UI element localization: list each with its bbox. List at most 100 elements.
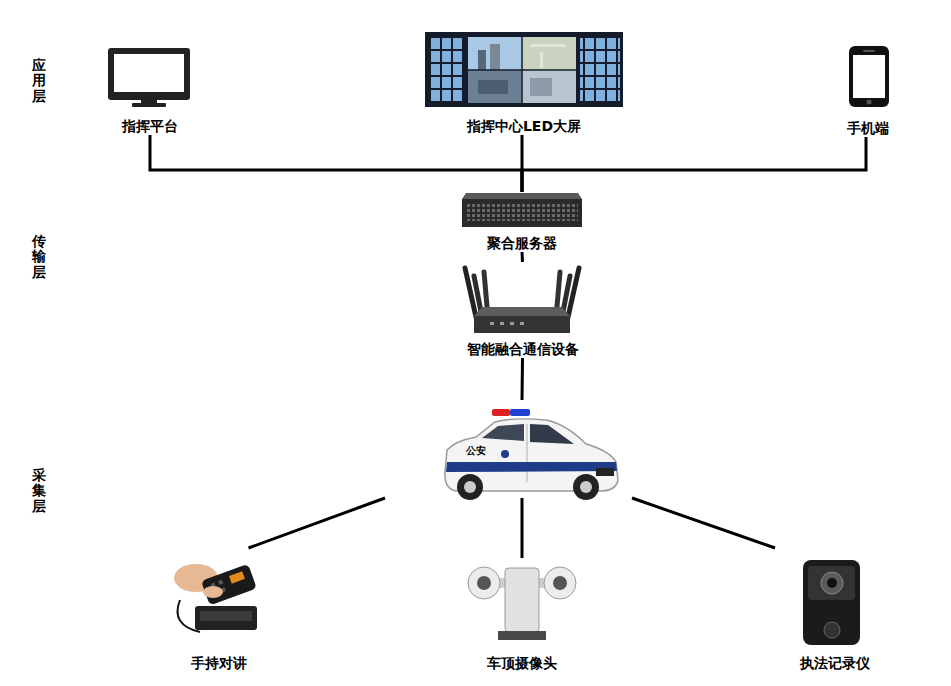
connector-line: [632, 498, 775, 548]
layer-label: 应用层: [32, 58, 46, 104]
monitor-node: 指挥平台: [100, 45, 200, 135]
police-car-icon-part: [530, 424, 574, 444]
radio-icon-part: [203, 586, 223, 598]
led-wall-icon-part: [468, 69, 576, 71]
node-caption: 指挥中心LED大屏: [467, 117, 581, 135]
led-wall-icon-part: [530, 44, 566, 47]
camera-icon-part: [468, 567, 500, 599]
server-node: 聚合服务器: [458, 192, 586, 252]
radio-icon-part-part: [218, 580, 223, 585]
connector-line: [150, 135, 522, 192]
led-wall-icon-part: [425, 32, 623, 107]
camera-icon: [468, 567, 576, 640]
layer-label: 传输层: [32, 234, 46, 280]
monitor-icon-part: [114, 54, 184, 92]
police-car-icon-part: [573, 474, 599, 500]
connector-line: [522, 137, 866, 192]
monitor-icon-part: [132, 103, 166, 107]
vehicle-marking: 公安: [466, 445, 486, 457]
router-icon-part: [474, 316, 570, 333]
led-wall-icon-part: [468, 37, 522, 70]
camera-icon-part: [498, 631, 546, 640]
radio-icon-part: [200, 611, 252, 621]
radio-icon-part-part: [229, 571, 245, 583]
connector-line: [521, 358, 525, 400]
radio-icon-part: [195, 606, 257, 630]
led-wall-icon-part: [478, 50, 486, 70]
led-wall-icon-part: [522, 70, 576, 103]
police-car-node: 公安: [380, 400, 660, 498]
camera-icon-part: [477, 576, 491, 590]
phone-icon-part: [867, 100, 872, 105]
phone-icon-part: [849, 46, 889, 107]
led-wall-icon-part: [468, 37, 576, 103]
led-wall-node: 指挥中心LED大屏: [420, 30, 628, 135]
police-car-icon-part: [596, 468, 614, 476]
phone-icon: [849, 46, 889, 107]
node-caption: 智能融合通信设备: [467, 340, 579, 358]
node-caption: 手持对讲: [191, 654, 247, 672]
led-wall-icon-part: [530, 78, 552, 96]
server-icon-part: [466, 203, 578, 221]
radio-icon-part-part: [201, 564, 257, 606]
node-caption: 执法记录仪: [800, 654, 870, 672]
router-icon-part: [520, 322, 524, 325]
connector-line: [521, 498, 524, 558]
server-icon: [462, 193, 582, 227]
monitor-icon-part: [108, 48, 190, 100]
node-caption: 指挥平台: [122, 117, 178, 135]
connector-line: [521, 252, 525, 262]
police-car-icon-part: [580, 481, 592, 493]
radio-icon: [174, 564, 257, 632]
radio-icon-part: [201, 564, 257, 606]
police-car-icon-part: [457, 474, 483, 500]
node-caption: 聚合服务器: [487, 234, 557, 252]
router-icon: [465, 268, 579, 333]
router-icon-part: [500, 322, 504, 325]
server-icon-part: [462, 193, 582, 199]
layer-label: 采集层: [32, 468, 46, 514]
gateway-node: 智能融合通信设备: [445, 262, 600, 358]
recorder-icon-part: [824, 622, 840, 638]
camera-icon-part: [544, 567, 576, 599]
radio-node: 手持对讲: [165, 548, 272, 672]
recorder-icon-part: [808, 566, 855, 600]
server-icon-part: [462, 199, 582, 227]
led-wall-icon-part: [522, 37, 576, 70]
camera-icon-part: [505, 568, 539, 632]
led-wall-icon: [425, 32, 623, 107]
led-wall-icon-part: [478, 80, 508, 94]
camera-icon-part: [553, 576, 567, 590]
recorder-icon-part: [803, 560, 860, 645]
led-wall-icon-part: [490, 44, 500, 70]
police-car-icon-part: [482, 424, 524, 441]
node-caption: 车顶摄像头: [487, 654, 557, 672]
monitor-icon-part: [141, 100, 157, 103]
police-car-icon-part: [446, 462, 617, 472]
police-car-icon-part: [501, 450, 509, 458]
recorder-node: 执法记录仪: [775, 548, 895, 672]
recorder-icon: [803, 560, 860, 645]
police-car-icon-part: [527, 424, 528, 482]
led-wall-icon-part: [580, 37, 620, 103]
police-car-icon-part: [492, 409, 510, 416]
phone-node: 手机端: [828, 42, 908, 137]
led-wall-icon-part: [430, 37, 464, 103]
connector-line: [249, 498, 386, 548]
phone-icon-part: [853, 55, 885, 98]
router-icon-part: [490, 322, 494, 325]
monitor-icon: [108, 48, 190, 107]
police-car-icon-part: [464, 481, 476, 493]
recorder-icon-part: [827, 578, 837, 588]
led-wall-icon-part: [468, 70, 522, 103]
police-car-icon-part: [510, 409, 530, 416]
camera-node: 车顶摄像头: [455, 558, 589, 672]
node-caption: 手机端: [847, 119, 889, 137]
router-icon-part: [510, 322, 514, 325]
phone-icon-part: [863, 50, 875, 52]
recorder-icon-part: [821, 572, 843, 594]
led-wall-icon-part: [540, 52, 543, 68]
router-icon-part: [474, 307, 570, 316]
police-car-icon: [445, 409, 618, 500]
